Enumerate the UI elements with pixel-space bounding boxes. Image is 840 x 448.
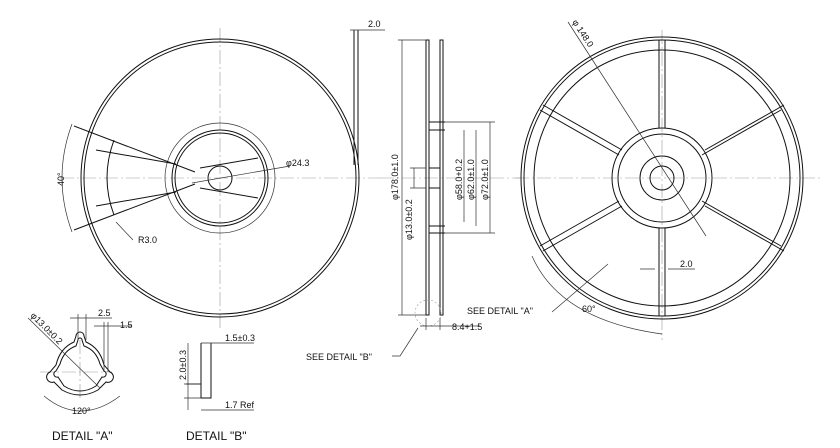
- diameter-label: φ 148.0: [570, 18, 595, 49]
- hub-diameter-label: φ62.0±1.0: [466, 159, 476, 200]
- detail-a-slot-label: 2.5: [98, 308, 111, 318]
- see-detail-b-label: SEE DETAIL "B": [306, 352, 372, 362]
- detail-b-height-label: 2.0±0.3: [178, 350, 188, 380]
- angle-label: 40°: [56, 172, 66, 186]
- angle-label: 60°: [582, 304, 596, 314]
- flange-diameter-label: φ178.0±1.0: [390, 154, 400, 200]
- back-view: φ 148.0 2.0 60° SEE DETAIL "A": [467, 18, 820, 340]
- spokes: [539, 40, 785, 316]
- detail-a-depth-label: 1.5: [120, 320, 133, 330]
- detail-a-caption: DETAIL "A": [52, 429, 113, 443]
- detail-b: 1.5±0.3 2.0±0.3 1.7 Ref DETAIL "B": [178, 333, 255, 443]
- hub-outer-diameter-label: φ72.0±1.0: [480, 159, 490, 200]
- detail-b-ref-label: 1.7 Ref: [225, 400, 255, 410]
- hub-diameter-label: φ24.3: [286, 158, 309, 168]
- hub-inner-diameter-label: φ58.0+0.2: [454, 159, 464, 200]
- see-detail-a-label: SEE DETAIL "A": [467, 306, 533, 316]
- width-label: 8.4+1.5: [452, 322, 482, 332]
- detail-a: φ13.0±0.2 2.5 1.5 120° DETAIL "A": [27, 308, 133, 443]
- width-label: 2.0: [368, 19, 381, 29]
- detail-a-angle-label: 120°: [72, 406, 91, 416]
- radius-label: R3.0: [138, 235, 157, 245]
- arbor-diameter-label: φ13.0±0.2: [404, 199, 414, 240]
- spoke-width-label: 2.0: [680, 259, 693, 269]
- detail-b-width-label: 1.5±0.3: [225, 333, 255, 343]
- detail-a-diameter-label: φ13.0±0.2: [29, 310, 65, 346]
- detail-b-caption: DETAIL "B": [186, 429, 247, 443]
- front-view: φ24.3 40° R3.0 2.0: [56, 19, 385, 330]
- side-view: φ178.0±1.0 φ13.0±0.2 φ58.0+0.2 φ62.0±1.0…: [306, 39, 520, 362]
